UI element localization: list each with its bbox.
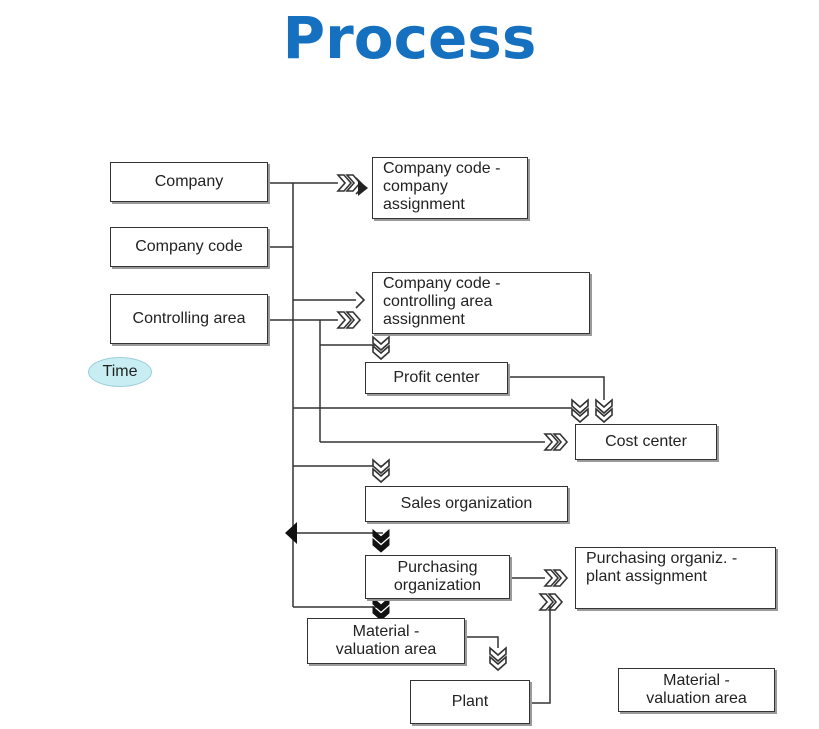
chevron-down-filled-icon xyxy=(372,596,390,621)
node-label: Profit center xyxy=(393,369,480,386)
node-material-valuation-area-standalone: Material - valuation area xyxy=(618,668,775,712)
chevron-down-icon xyxy=(372,458,390,484)
node-purchasing-organization: Purchasing organization xyxy=(365,555,510,599)
node-label: Company code - company assignment xyxy=(383,160,501,213)
node-label: Purchasing organiz. - plant assignment xyxy=(586,550,738,585)
arrow-right-icon xyxy=(355,291,366,309)
node-cost-center: Cost center xyxy=(575,424,717,460)
chevron-down-icon xyxy=(372,335,390,361)
chevron-down-filled-icon xyxy=(372,528,390,553)
chevron-down-icon xyxy=(571,398,589,424)
chevron-right-icon xyxy=(543,433,569,451)
chevron-right-icon xyxy=(336,174,362,192)
connector-material-to-plant xyxy=(465,636,499,648)
node-company-code: Company code xyxy=(110,227,268,267)
chevron-right-icon xyxy=(336,311,362,329)
node-label: Purchasing organization xyxy=(393,559,482,594)
connector-plant-to-assignment xyxy=(530,602,551,704)
node-cc-controlling-assignment: Company code - controlling area assignme… xyxy=(372,272,590,334)
node-label: Controlling area xyxy=(132,310,246,327)
connector-profit-to-cost xyxy=(508,376,605,400)
node-controlling-area: Controlling area xyxy=(110,294,268,344)
node-purchasing-plant-assignment: Purchasing organiz. - plant assignment xyxy=(575,547,776,609)
node-company: Company xyxy=(110,162,268,202)
page-title: Process xyxy=(282,4,537,72)
chevron-right-icon xyxy=(538,593,564,611)
node-label: Material - valuation area xyxy=(646,672,747,707)
chevron-right-icon xyxy=(543,569,569,587)
node-material-valuation-area: Material - valuation area xyxy=(307,618,465,664)
node-plant: Plant xyxy=(410,680,530,724)
node-label: Plant xyxy=(451,693,489,710)
node-label: Company code xyxy=(135,238,243,255)
time-bubble: Time xyxy=(88,357,152,387)
node-label: Company code - controlling area assignme… xyxy=(383,275,501,328)
node-label: Material - valuation area xyxy=(335,623,437,658)
node-profit-center: Profit center xyxy=(365,362,508,394)
node-label: Cost center xyxy=(605,433,687,450)
node-label: Sales organization xyxy=(400,495,533,512)
node-label: Company xyxy=(154,173,224,190)
arrow-left-filled-icon xyxy=(285,522,297,544)
node-cc-company-assignment: Company code - company assignment xyxy=(372,157,528,219)
arrow-head-filled-icon xyxy=(358,180,368,196)
chevron-down-icon xyxy=(489,646,507,672)
node-sales-organization: Sales organization xyxy=(365,486,568,522)
chevron-down-icon xyxy=(595,398,613,424)
